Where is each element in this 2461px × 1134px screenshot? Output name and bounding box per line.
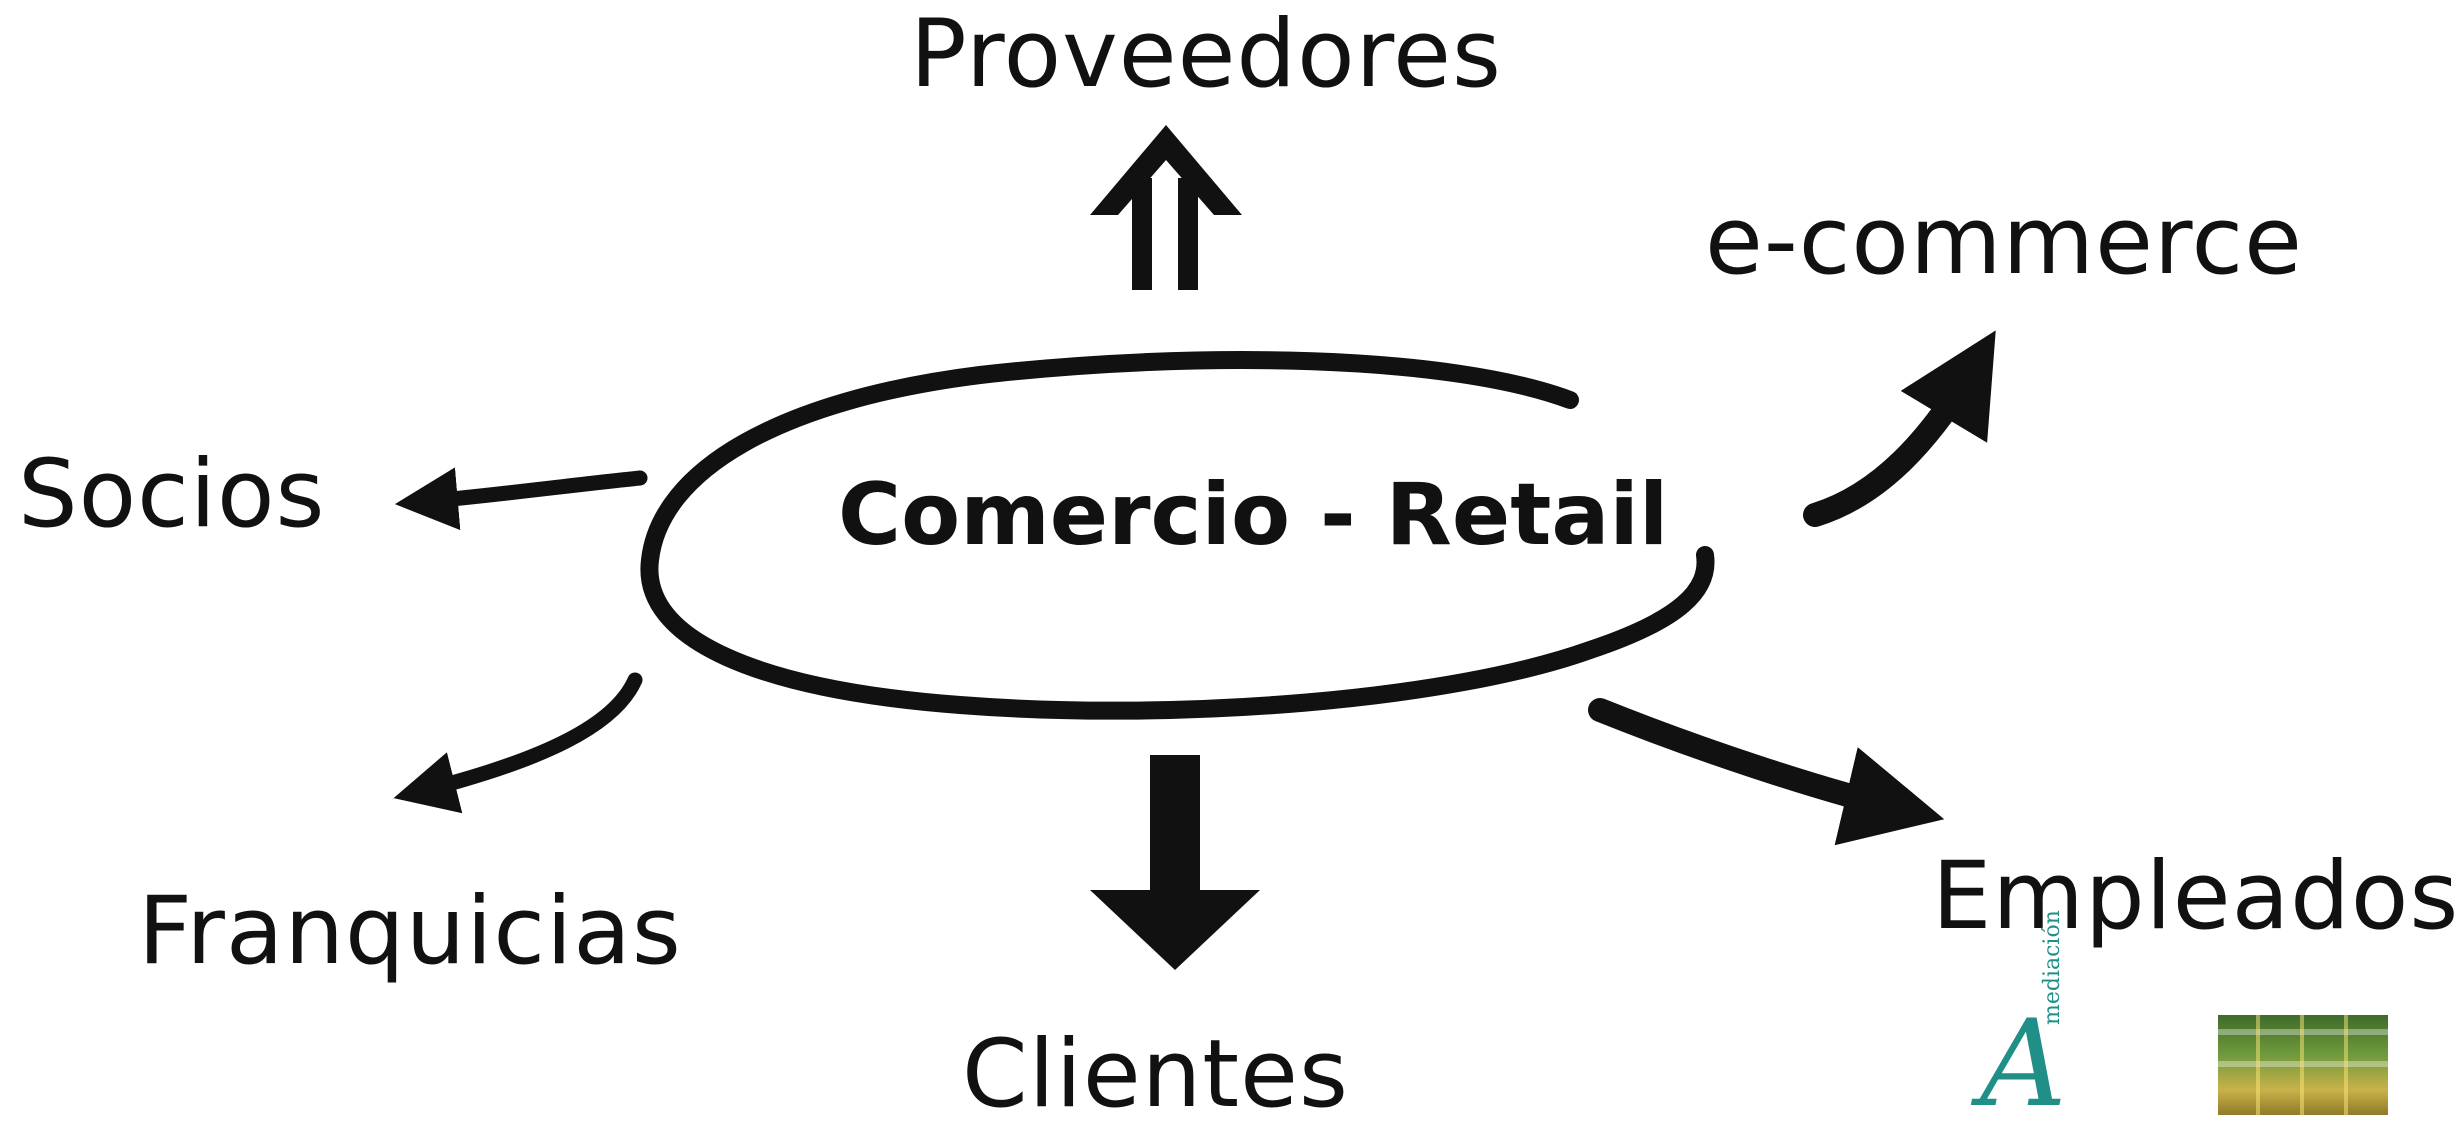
node-proveedores: Proveedores <box>910 0 1502 109</box>
arrow-clientes <box>1090 755 1260 970</box>
arrow-ecommerce <box>1803 330 1996 527</box>
arrow-franquicias <box>393 672 643 814</box>
book-cover-image <box>2218 1015 2388 1115</box>
arrow-proveedores <box>1090 125 1242 290</box>
node-clientes: Clientes <box>962 1020 1349 1129</box>
arrow-empleados <box>1588 698 1945 846</box>
center-oval <box>640 351 1715 720</box>
node-franquicias: Franquicias <box>138 877 682 986</box>
center-label: Comercio - Retail <box>838 465 1669 565</box>
node-ecommerce: e-commerce <box>1705 187 2304 296</box>
node-empleados: Empleados <box>1932 842 2460 951</box>
arrow-socios <box>394 467 648 531</box>
mediacion-logo: A mediación <box>1970 910 2130 1124</box>
node-socios: Socios <box>18 440 326 549</box>
logo-text: mediación <box>2040 910 2065 1025</box>
logo-letter: A <box>1980 995 2067 1134</box>
